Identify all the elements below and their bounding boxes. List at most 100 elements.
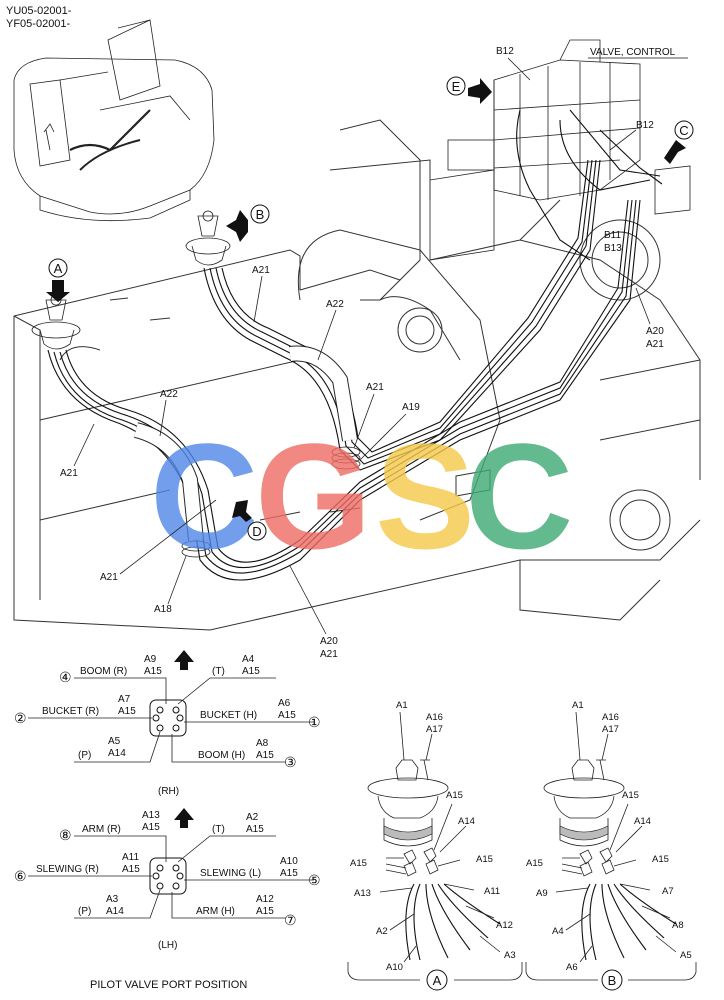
view-marker-c: C bbox=[664, 120, 694, 164]
watermark-letter-c2: C bbox=[465, 412, 573, 580]
lh-port-slewing-r: SLEWING (R) bbox=[36, 864, 99, 875]
label-a21-bottom: A21 bbox=[320, 649, 338, 660]
hose-clamps bbox=[181, 446, 361, 558]
watermark-letter-g: G bbox=[255, 412, 372, 580]
arrow-icon bbox=[46, 280, 70, 302]
rh-port-bucket-h: BUCKET (H) bbox=[200, 710, 257, 721]
lh-port-arm-r: ARM (R) bbox=[82, 824, 121, 835]
svg-text:A13: A13 bbox=[142, 810, 160, 821]
rh-port-1-num: ① bbox=[308, 714, 321, 730]
svg-text:A15: A15 bbox=[256, 906, 274, 917]
machine-frame bbox=[13, 119, 701, 631]
svg-text:A15: A15 bbox=[280, 868, 298, 879]
svg-text:A11: A11 bbox=[122, 852, 139, 863]
lh-port-slewing-l: SLEWING (L) bbox=[200, 868, 261, 879]
svg-text:A15: A15 bbox=[526, 858, 543, 869]
svg-text:A15: A15 bbox=[350, 858, 367, 869]
lh-port-8-num: ⑧ bbox=[59, 827, 72, 843]
label-a20-bottom: A20 bbox=[320, 636, 338, 647]
svg-text:B: B bbox=[256, 207, 265, 222]
svg-text:A15: A15 bbox=[652, 854, 669, 865]
svg-text:A8: A8 bbox=[672, 920, 684, 931]
label-a21-mid: A21 bbox=[366, 382, 384, 393]
svg-text:A15: A15 bbox=[142, 822, 160, 833]
svg-text:A12: A12 bbox=[496, 920, 513, 931]
watermark-letter-s: S bbox=[375, 412, 475, 580]
view-marker-a: A bbox=[46, 258, 70, 302]
rh-caption: (RH) bbox=[158, 786, 179, 797]
rh-port-t: (T) bbox=[212, 666, 225, 677]
svg-text:E: E bbox=[452, 79, 461, 94]
svg-text:A2: A2 bbox=[246, 812, 259, 823]
detail-b: B A1 A16 A17 A15 A14 A15 A15 A9 A7 A4 A8… bbox=[525, 700, 697, 991]
up-arrow-icon bbox=[174, 808, 194, 828]
label-a18: A18 bbox=[154, 604, 172, 615]
lh-port-7-num: ⑦ bbox=[284, 912, 297, 928]
svg-text:A17: A17 bbox=[426, 724, 443, 735]
svg-text:A1: A1 bbox=[572, 700, 584, 711]
arrow-icon bbox=[468, 78, 492, 104]
view-marker-d: D bbox=[232, 500, 267, 541]
rh-port-boom-h: BOOM (H) bbox=[198, 750, 245, 761]
svg-text:A11: A11 bbox=[484, 886, 500, 897]
watermark-logo: C G S C bbox=[150, 412, 573, 580]
arrow-icon bbox=[226, 210, 248, 242]
svg-text:A15: A15 bbox=[446, 790, 463, 801]
svg-text:A16: A16 bbox=[602, 712, 619, 723]
label-a21-b: A21 bbox=[252, 265, 270, 276]
svg-text:A17: A17 bbox=[602, 724, 619, 735]
svg-text:A14: A14 bbox=[108, 748, 126, 759]
svg-text:A4: A4 bbox=[552, 926, 564, 937]
svg-text:A15: A15 bbox=[144, 666, 162, 677]
up-arrow-icon bbox=[174, 650, 194, 670]
svg-text:A16: A16 bbox=[426, 712, 443, 723]
svg-text:A10: A10 bbox=[280, 856, 298, 867]
view-marker-b: B bbox=[226, 204, 270, 242]
detail-a-marker: A bbox=[433, 973, 442, 988]
svg-text:A6: A6 bbox=[566, 962, 578, 973]
pilot-valve-right bbox=[185, 210, 231, 266]
detail-b-marker: B bbox=[608, 973, 617, 988]
svg-text:A15: A15 bbox=[256, 750, 274, 761]
serial-line-1: YU05-02001- bbox=[6, 5, 72, 17]
control-valve-block bbox=[429, 39, 691, 261]
svg-text:A14: A14 bbox=[458, 816, 475, 827]
svg-text:A5: A5 bbox=[108, 736, 121, 747]
label-a21-right: A21 bbox=[646, 339, 664, 350]
svg-text:D: D bbox=[252, 524, 261, 539]
svg-text:A5: A5 bbox=[680, 950, 692, 961]
excavator-inset bbox=[13, 19, 215, 222]
pilot-valve-left bbox=[31, 294, 81, 350]
svg-text:A1: A1 bbox=[396, 700, 408, 711]
rh-port-4-num: ④ bbox=[59, 669, 72, 685]
svg-text:A15: A15 bbox=[118, 706, 136, 717]
svg-text:A15: A15 bbox=[622, 790, 639, 801]
svg-text:A12: A12 bbox=[256, 894, 274, 905]
rh-port-2-num: ② bbox=[14, 710, 27, 726]
arrow-icon bbox=[232, 500, 252, 522]
svg-text:A: A bbox=[54, 261, 63, 276]
rh-port-p: (P) bbox=[78, 750, 91, 761]
svg-text:A2: A2 bbox=[376, 926, 388, 937]
rh-port-bucket-r: BUCKET (R) bbox=[42, 706, 99, 717]
svg-text:C: C bbox=[679, 123, 688, 138]
svg-text:A7: A7 bbox=[662, 886, 674, 897]
label-a22-left: A22 bbox=[160, 389, 178, 400]
port-position-title: PILOT VALVE PORT POSITION bbox=[90, 979, 247, 991]
svg-text:A3: A3 bbox=[504, 950, 516, 961]
rh-port-3-num: ③ bbox=[284, 754, 297, 770]
label-a19: A19 bbox=[402, 402, 420, 413]
lh-port-arm-h: ARM (H) bbox=[196, 906, 235, 917]
label-b13: B13 bbox=[604, 243, 622, 254]
svg-text:A10: A10 bbox=[386, 962, 403, 973]
watermark-letter-c1: C bbox=[150, 412, 258, 580]
label-a21-left: A21 bbox=[60, 468, 78, 479]
protective-sleeves bbox=[133, 345, 358, 541]
detail-a: A A1 A16 A17 A15 A14 A15 A15 A13 A11 A2 … bbox=[347, 700, 523, 991]
svg-text:A4: A4 bbox=[242, 654, 255, 665]
serial-line-2: YF05-02001- bbox=[6, 18, 71, 30]
port-diagram-lh: ⑧ ARM (R) A13 A15 (T) A2 A15 ⑥ SLEWING (… bbox=[14, 808, 321, 951]
label-a21-lower: A21 bbox=[100, 572, 118, 583]
svg-text:A15: A15 bbox=[278, 710, 296, 721]
view-marker-e: E bbox=[446, 76, 492, 104]
